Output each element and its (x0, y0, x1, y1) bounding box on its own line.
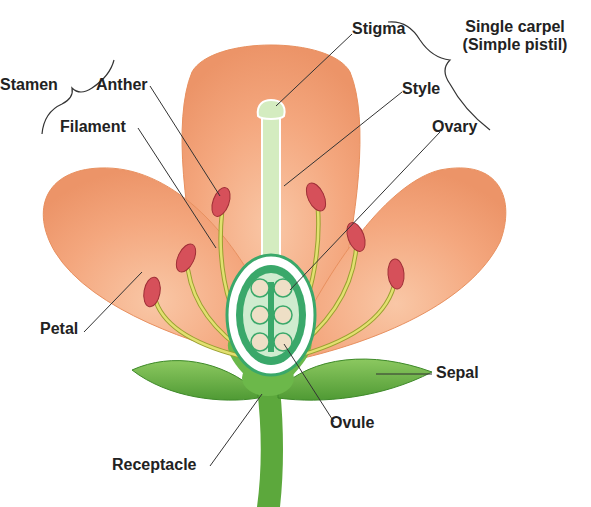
style-shape (262, 118, 280, 262)
ovary-shape (227, 255, 315, 375)
part-label: Petal (40, 320, 78, 338)
leader-lines (84, 34, 440, 466)
part-label: Stamen (0, 76, 58, 94)
part-label: Ovule (330, 414, 374, 432)
part-label: Single carpel (Simple pistil) (450, 18, 580, 54)
part-label: Stigma (352, 20, 405, 38)
ovary-cavity (243, 273, 299, 357)
part-label: Anther (96, 76, 148, 94)
part-label: Sepal (436, 364, 479, 382)
part-label: Ovary (432, 118, 477, 136)
part-label: Receptacle (112, 456, 197, 474)
stigma-shape (258, 100, 285, 119)
part-label: Style (402, 80, 440, 98)
ovary-wall (236, 265, 306, 365)
part-label: Filament (60, 118, 126, 136)
petal-shape (286, 168, 506, 362)
ovule-shapes (251, 279, 292, 351)
stem-shape (257, 388, 283, 507)
